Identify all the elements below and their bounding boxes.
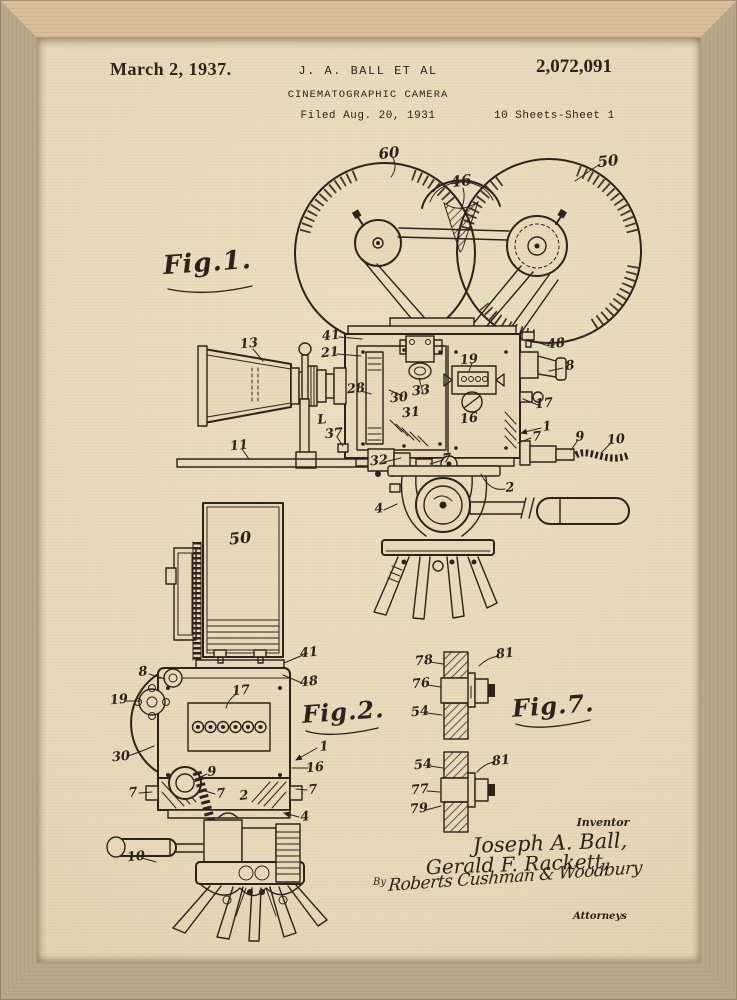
filed-line: Filed Aug. 20, 1931 [300, 110, 436, 122]
by-label: By [373, 877, 386, 888]
inventor-heading: Inventor [576, 816, 630, 829]
frame-top [0, 0, 737, 37]
part-label-76: 76 [411, 675, 431, 693]
fig2-drawing [106, 502, 379, 942]
patent-date: March 2, 1937. [110, 59, 232, 79]
frame-left [0, 0, 36, 1000]
frame-right [701, 0, 737, 1000]
inventor-line: J. A. BALL ET AL [298, 64, 438, 78]
part-label-54: 54 [410, 703, 430, 721]
fig7-drawing [425, 651, 591, 833]
attorneys-heading: Attorneys [573, 911, 627, 922]
frame-bottom [0, 963, 737, 1000]
part-label-78: 78 [414, 652, 434, 670]
patent-title: CINEMATOGRAPHIC CAMERA [287, 89, 449, 101]
fig1-drawing [167, 157, 642, 620]
sheet-line: 10 Sheets-Sheet 1 [494, 110, 615, 122]
part-label-81: 81 [491, 752, 511, 770]
part-label-54: 54 [413, 756, 433, 774]
part-label-81: 81 [495, 645, 515, 663]
part-label-79: 79 [409, 800, 429, 818]
patent-number: 2,072,091 [536, 56, 612, 77]
part-label-77: 77 [410, 781, 430, 799]
